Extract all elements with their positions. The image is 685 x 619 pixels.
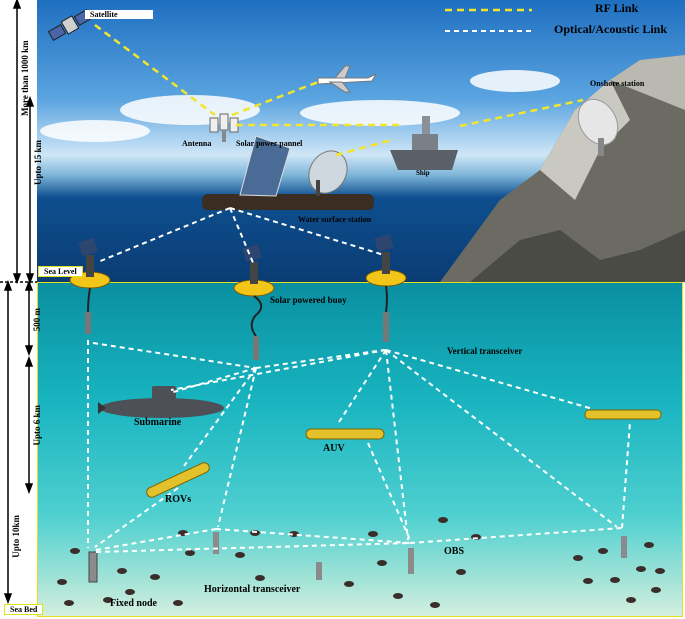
horizontal-transceiver xyxy=(316,562,322,580)
satellite-label: Satellite xyxy=(85,10,153,19)
rf-links xyxy=(94,8,584,157)
cloud xyxy=(40,120,150,142)
cloud xyxy=(300,100,460,126)
mountain xyxy=(470,230,685,282)
vertical-transceiver xyxy=(383,312,389,342)
auv-label: AUV xyxy=(323,443,345,454)
vertical-transceiver xyxy=(253,336,259,360)
fixed-node xyxy=(88,551,98,583)
rov-icon xyxy=(146,462,210,498)
antenna-icon xyxy=(209,113,239,142)
cloud xyxy=(470,70,560,92)
sea-level-label: Sea Level xyxy=(38,266,83,277)
obs-node xyxy=(621,536,627,558)
auv-icon xyxy=(305,428,385,440)
underwater-region xyxy=(37,282,683,617)
mountain-snow xyxy=(610,55,685,110)
fixed-node-label: Fixed node xyxy=(110,598,157,609)
rovs-label: ROVs xyxy=(165,494,192,505)
water-surface-station-label: Water surface station xyxy=(298,215,372,224)
obs-label: OBS xyxy=(444,546,465,557)
water-surface-station xyxy=(202,135,374,210)
legend-optical-label: Optical/Acoustic Link xyxy=(554,22,668,36)
horizontal-transceiver-label: Horizontal transceiver xyxy=(204,584,301,595)
solar-buoy-label: Solar powered buoy xyxy=(270,295,347,305)
solar-buoy xyxy=(365,234,407,287)
ship-icon xyxy=(390,116,458,170)
vertical-transceiver xyxy=(85,312,91,334)
solar-buoy xyxy=(233,244,275,297)
submarine-icon xyxy=(98,386,224,418)
solar-panel-label: Solar power pannel xyxy=(236,139,303,148)
vertical-transceiver-label: Vertical transceiver xyxy=(447,346,523,356)
seabed-sensors xyxy=(57,517,665,608)
submarine-label: Submarine xyxy=(134,417,182,428)
legend-rf-label: RF Link xyxy=(595,1,639,15)
sea-bed-label: Sea Bed xyxy=(4,604,44,615)
horizontal-transceiver xyxy=(213,532,219,554)
scale-upto-10km: Upto 10km xyxy=(11,515,21,558)
scale-more-than-1000km: More than 1000 km xyxy=(20,40,30,116)
airplane-icon xyxy=(317,65,378,93)
onshore-station-dish xyxy=(577,98,619,156)
solar-buoy xyxy=(69,238,111,289)
antenna-label: Antenna xyxy=(182,139,212,148)
scale-upto-15km: Upto 15 km xyxy=(33,140,43,186)
optical-acoustic-links xyxy=(87,30,631,553)
obs-node xyxy=(408,548,414,574)
onshore-station-label: Onshore station xyxy=(590,79,645,88)
auv-icon xyxy=(584,409,662,420)
scale-500m: 500 m xyxy=(32,308,42,332)
ship-label: Ship xyxy=(416,169,430,177)
scale-arrows xyxy=(0,0,37,605)
scale-upto-6km: Upto 6 km xyxy=(32,405,42,446)
